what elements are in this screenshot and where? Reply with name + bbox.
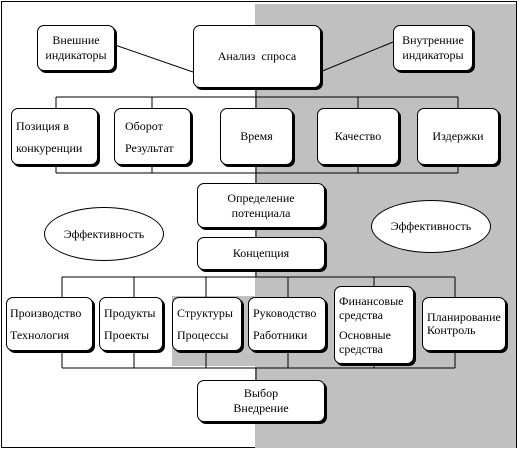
node-finance-line4: средства xyxy=(339,342,384,356)
node-finance-line1: Финансовые xyxy=(339,294,404,308)
node-products-line2: Проекты xyxy=(104,328,150,342)
node-turnover-result: Оборот Результат xyxy=(114,108,191,165)
node-position-line2: конкуренции xyxy=(16,140,83,155)
node-time-label: Время xyxy=(240,129,273,143)
node-internal-indicators: Внутренние индикаторы xyxy=(393,25,473,71)
node-turnover-line2: Результат xyxy=(125,140,174,155)
node-planning-line2: Контроль xyxy=(427,323,476,337)
oval-efficiency-left-label: Эффективность xyxy=(63,226,145,241)
node-production-line1: Производство xyxy=(10,306,82,320)
node-quality-label: Качество xyxy=(334,129,382,143)
node-production-line2: Технология xyxy=(10,328,70,342)
node-potential-line1: Определение xyxy=(227,190,295,205)
node-planning-line1: Планирование xyxy=(427,310,501,324)
node-financial-means: Финансовые средства Основные средства xyxy=(334,286,414,364)
node-potential-line2: потенциала xyxy=(231,205,291,220)
node-choice-line1: Выбор xyxy=(243,386,279,400)
node-costs-label: Издержки xyxy=(432,129,484,143)
node-turnover-line1: Оборот xyxy=(125,118,163,133)
node-planning-control: Планирование Контроль xyxy=(422,297,506,351)
node-external-label: Внешние индикаторы xyxy=(45,33,107,62)
node-quality: Качество xyxy=(317,108,399,165)
node-structures-processes: Структуры Процессы xyxy=(172,297,242,351)
oval-efficiency-right: Эффективность xyxy=(371,200,491,253)
node-structures-line2: Процессы xyxy=(177,328,229,342)
node-products-projects: Продукты Проекты xyxy=(99,297,163,351)
node-finance-line2: средства xyxy=(339,308,384,322)
node-production-technology: Производство Технология xyxy=(6,297,93,351)
node-costs: Издержки xyxy=(417,108,499,165)
node-management-line2: Работники xyxy=(253,328,308,342)
node-choice-implementation: Выбор Внедрение xyxy=(197,380,325,422)
node-structures-line1: Структуры xyxy=(177,306,233,320)
node-time: Время xyxy=(220,108,293,165)
node-products-line1: Продукты xyxy=(104,306,156,320)
node-finance-line3: Основные xyxy=(339,328,391,342)
oval-efficiency-right-label: Эффективность xyxy=(390,219,472,233)
node-concept: Концепция xyxy=(197,237,325,270)
node-concept-label: Концепция xyxy=(232,246,290,260)
oval-efficiency-left: Эффективность xyxy=(44,207,164,261)
node-position-line1: Позиция в xyxy=(16,118,69,133)
node-management-staff: Руководство Работники xyxy=(248,297,326,351)
node-potential: Определение потенциала xyxy=(197,183,325,228)
node-demand-analysis: Анализ спроса xyxy=(193,25,321,88)
node-internal-label: Внутренние индикаторы xyxy=(402,33,464,62)
node-analysis-label: Анализ спроса xyxy=(217,49,297,63)
node-competitive-position: Позиция в конкуренции xyxy=(11,108,98,165)
node-management-line1: Руководство xyxy=(253,306,317,320)
node-external-indicators: Внешние индикаторы xyxy=(37,25,115,71)
node-choice-line2: Внедрение xyxy=(233,401,289,415)
